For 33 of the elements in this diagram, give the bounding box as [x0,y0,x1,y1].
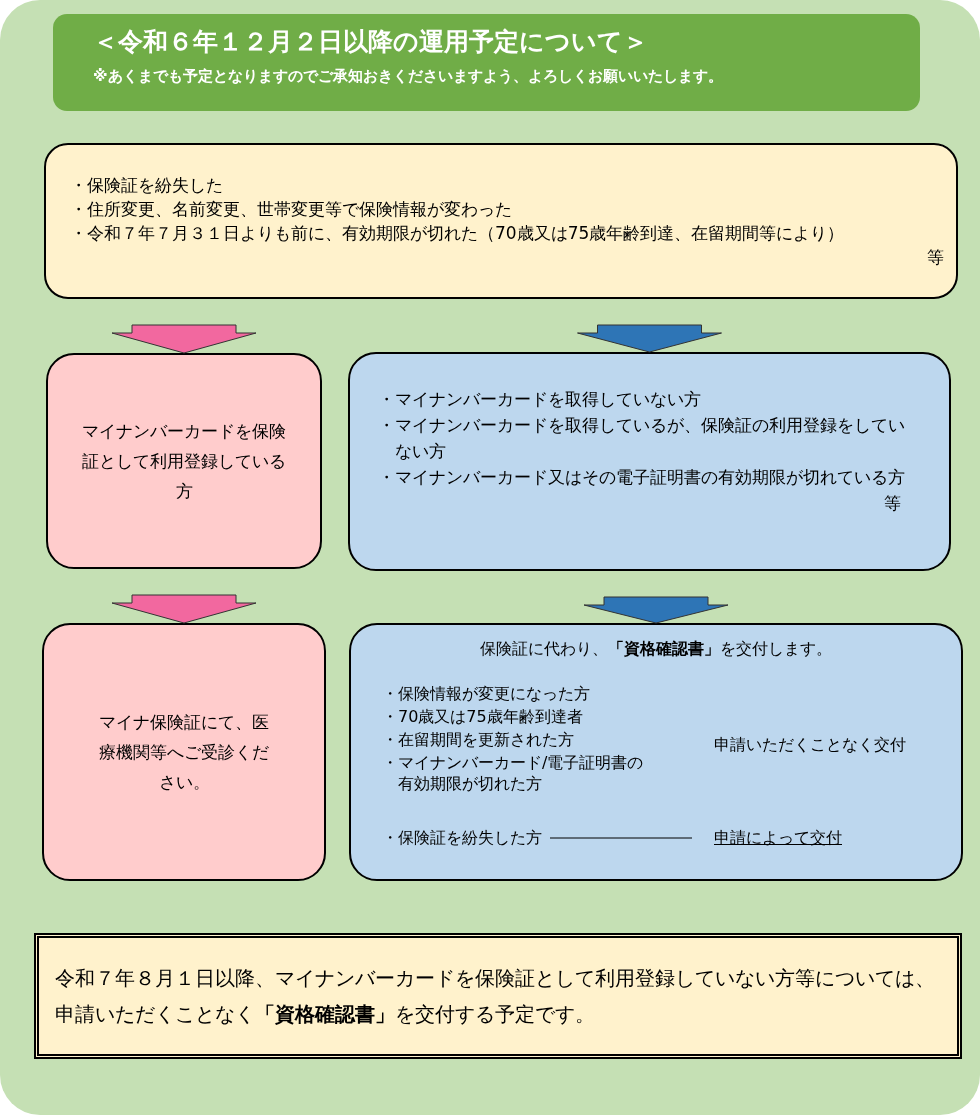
box-text: マイナ保険証にて、医療機関等へご受診ください。 [98,711,270,794]
list-item: ・マイナンバーカード又はその電子証明書の有効期限が切れている方 [378,466,906,489]
info-box [349,623,963,881]
heading-text: 保険証に代わり、「資格確認書」を交付します。 [479,638,833,660]
result-text: 申請によって交付 [714,826,864,850]
note-text: 等 [927,246,944,269]
list-item: ・マイナンバーカードを取得していない方 [378,388,702,411]
info-box [348,352,951,571]
block-arrow [111,324,257,354]
list-item: ・保険情報が変更になった方 [382,683,591,704]
list-item: ・マイナンバーカード/電子証明書の有効期限が切れた方 [382,752,645,794]
note-text: ※あくまでも予定となりますのでご承知おきくださいますよう、よろしくお願いいたします。 [93,66,724,88]
block-arrow [583,596,729,624]
list-item: ・マイナンバーカードを取得しているが、保険証の利用登録をしていない方 [378,414,906,463]
list-item: ・在留期間を更新された方 [382,729,575,750]
notice-text: 令和７年８月１日以降、マイナンバーカードを保険証として利用登録していない方等については、申請いただくことなく「資格確認書」を交付する予定です。 [55,965,936,1028]
connector-line [549,837,693,839]
block-arrow [577,324,722,353]
list-item: ・70歳又は75歳年齢到達者 [382,706,584,727]
info-box [42,623,326,881]
box-text: マイナンバーカードを保険証として利用登録している方 [81,420,287,503]
title-text: ＜令和６年１２月２日以降の運用予定について＞ [93,26,649,58]
list-item: ・保険証を紛失した方 [382,826,550,850]
list-item: ・令和７年７月３１日よりも前に、有効期限が切れた（70歳又は75歳年齢到達、在留期間等により） [70,222,846,245]
list-item: ・保険証を紛失した [70,174,224,197]
title-banner [53,14,920,111]
result-text: 申請いただくことなく交付 [714,734,906,756]
info-box [46,353,322,569]
note-text: 等 [884,492,902,515]
notice-box [34,933,962,1059]
block-arrow [111,594,257,624]
list-item: ・住所変更、名前変更、世帯変更等で保険情報が変わった [70,198,513,221]
condition-box [44,143,958,299]
